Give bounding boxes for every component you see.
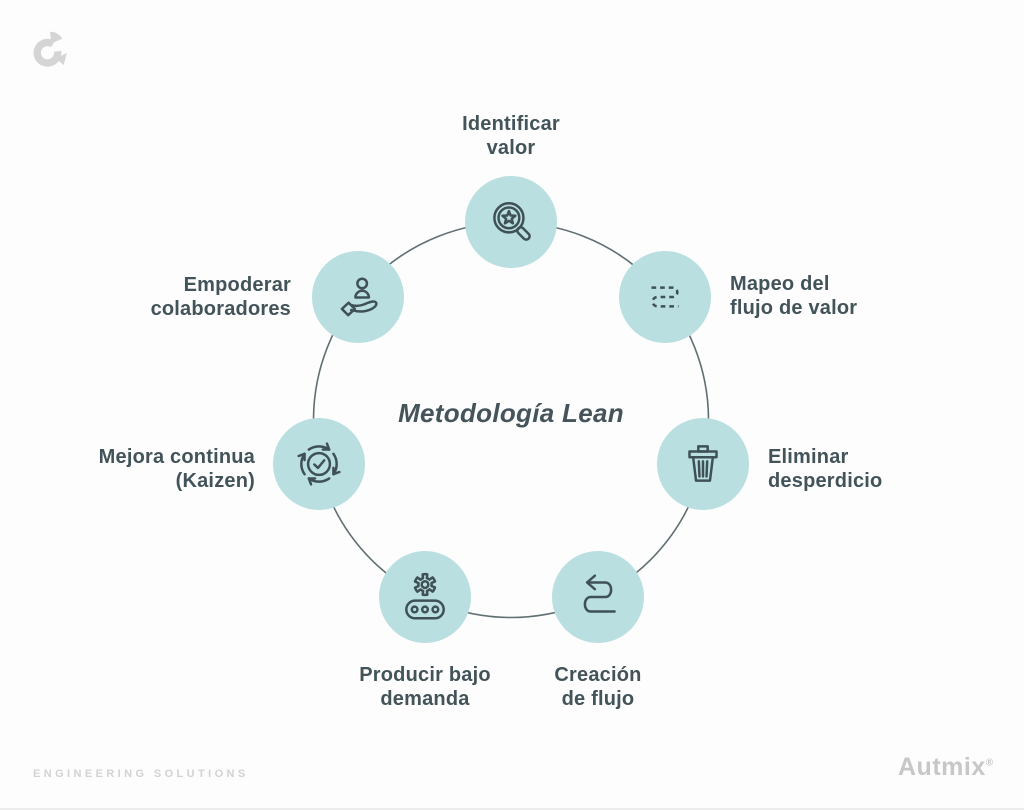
magnifier-star-icon [493,202,531,241]
node-label-eliminar-desperdicio: Eliminar desperdicio [768,446,883,492]
brand-text: Autmix [898,753,986,781]
registered-mark: ® [985,757,994,769]
node-label-empoderar-colaboradores: Empoderar colaboradores [150,274,291,320]
gear-path [413,572,437,597]
node-mapeo-flujo-valor [619,251,711,343]
node-label-mejora-continua-kaizen: Mejora continua (Kaizen) [98,446,255,492]
bottom-divider [0,808,1024,810]
node-label-mapeo-flujo-valor: Mapeo del flujo de valor [730,273,858,319]
node-creacion-flujo [552,551,644,643]
node-label-producir-bajo-demanda: Producir bajo demanda [359,664,491,710]
trash-icon [688,445,718,482]
footer-brand: Autmix® [898,753,994,782]
hand-person-icon [340,277,378,317]
footer-tagline: ENGINEERING SOLUTIONS [33,768,249,780]
node-label-identificar-valor: Identificar valor [462,113,560,159]
autmix-logo-icon [33,31,72,67]
node-label-creacion-flujo: Creación de flujo [554,664,642,710]
diagram-title: Metodología Lean [398,398,624,428]
dashed-route-icon [651,286,679,308]
flow-arrow-icon [583,574,616,613]
node-mejora-continua-kaizen [273,418,365,510]
node-eliminar-desperdicio [657,418,749,510]
cycle-check-icon [297,442,341,486]
node-producir-bajo-demanda [379,551,471,643]
node-empoderar-colaboradores [312,251,404,343]
conveyor-gear-icon [405,572,445,620]
node-identificar-valor [465,176,557,268]
